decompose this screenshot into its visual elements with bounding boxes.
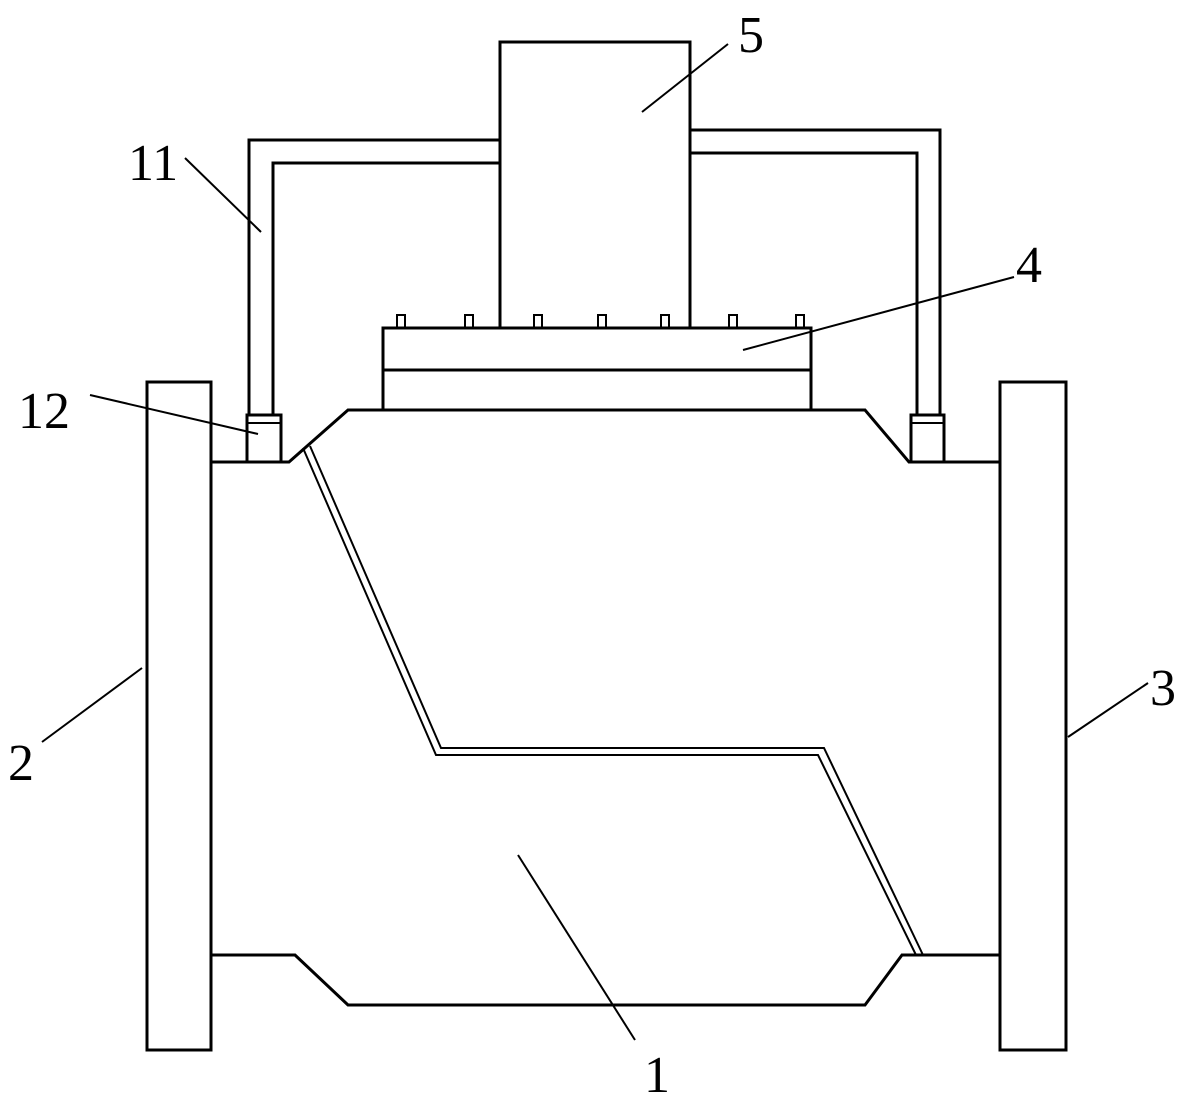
valve-body [209, 408, 1002, 1007]
pressure-pipe-right [688, 128, 942, 417]
label-body: 1 [644, 1047, 670, 1100]
actuator [498, 40, 692, 330]
cover-bolts [396, 314, 805, 329]
leader-line-2 [41, 667, 143, 743]
leader-line-3 [1067, 682, 1149, 738]
pressure-pipe-left [247, 138, 502, 417]
leader-line-1 [517, 854, 636, 1041]
right-flange [998, 380, 1068, 1052]
leader-line-12 [89, 394, 259, 435]
leader-line-11 [184, 157, 262, 233]
leader-line-4 [742, 276, 1015, 351]
label-right-flange: 3 [1150, 660, 1176, 717]
label-actuator: 5 [738, 7, 764, 64]
label-pipe: 11 [128, 135, 178, 192]
pipe-fitting-left [245, 413, 283, 464]
label-left-flange: 2 [8, 735, 34, 792]
internal-partition [302, 445, 924, 956]
valve-cover [381, 326, 813, 412]
left-flange [145, 380, 213, 1052]
pipe-fitting-right [909, 413, 946, 464]
leader-line-5 [641, 43, 729, 113]
label-cover: 4 [1016, 237, 1042, 294]
label-fitting: 12 [18, 383, 70, 440]
